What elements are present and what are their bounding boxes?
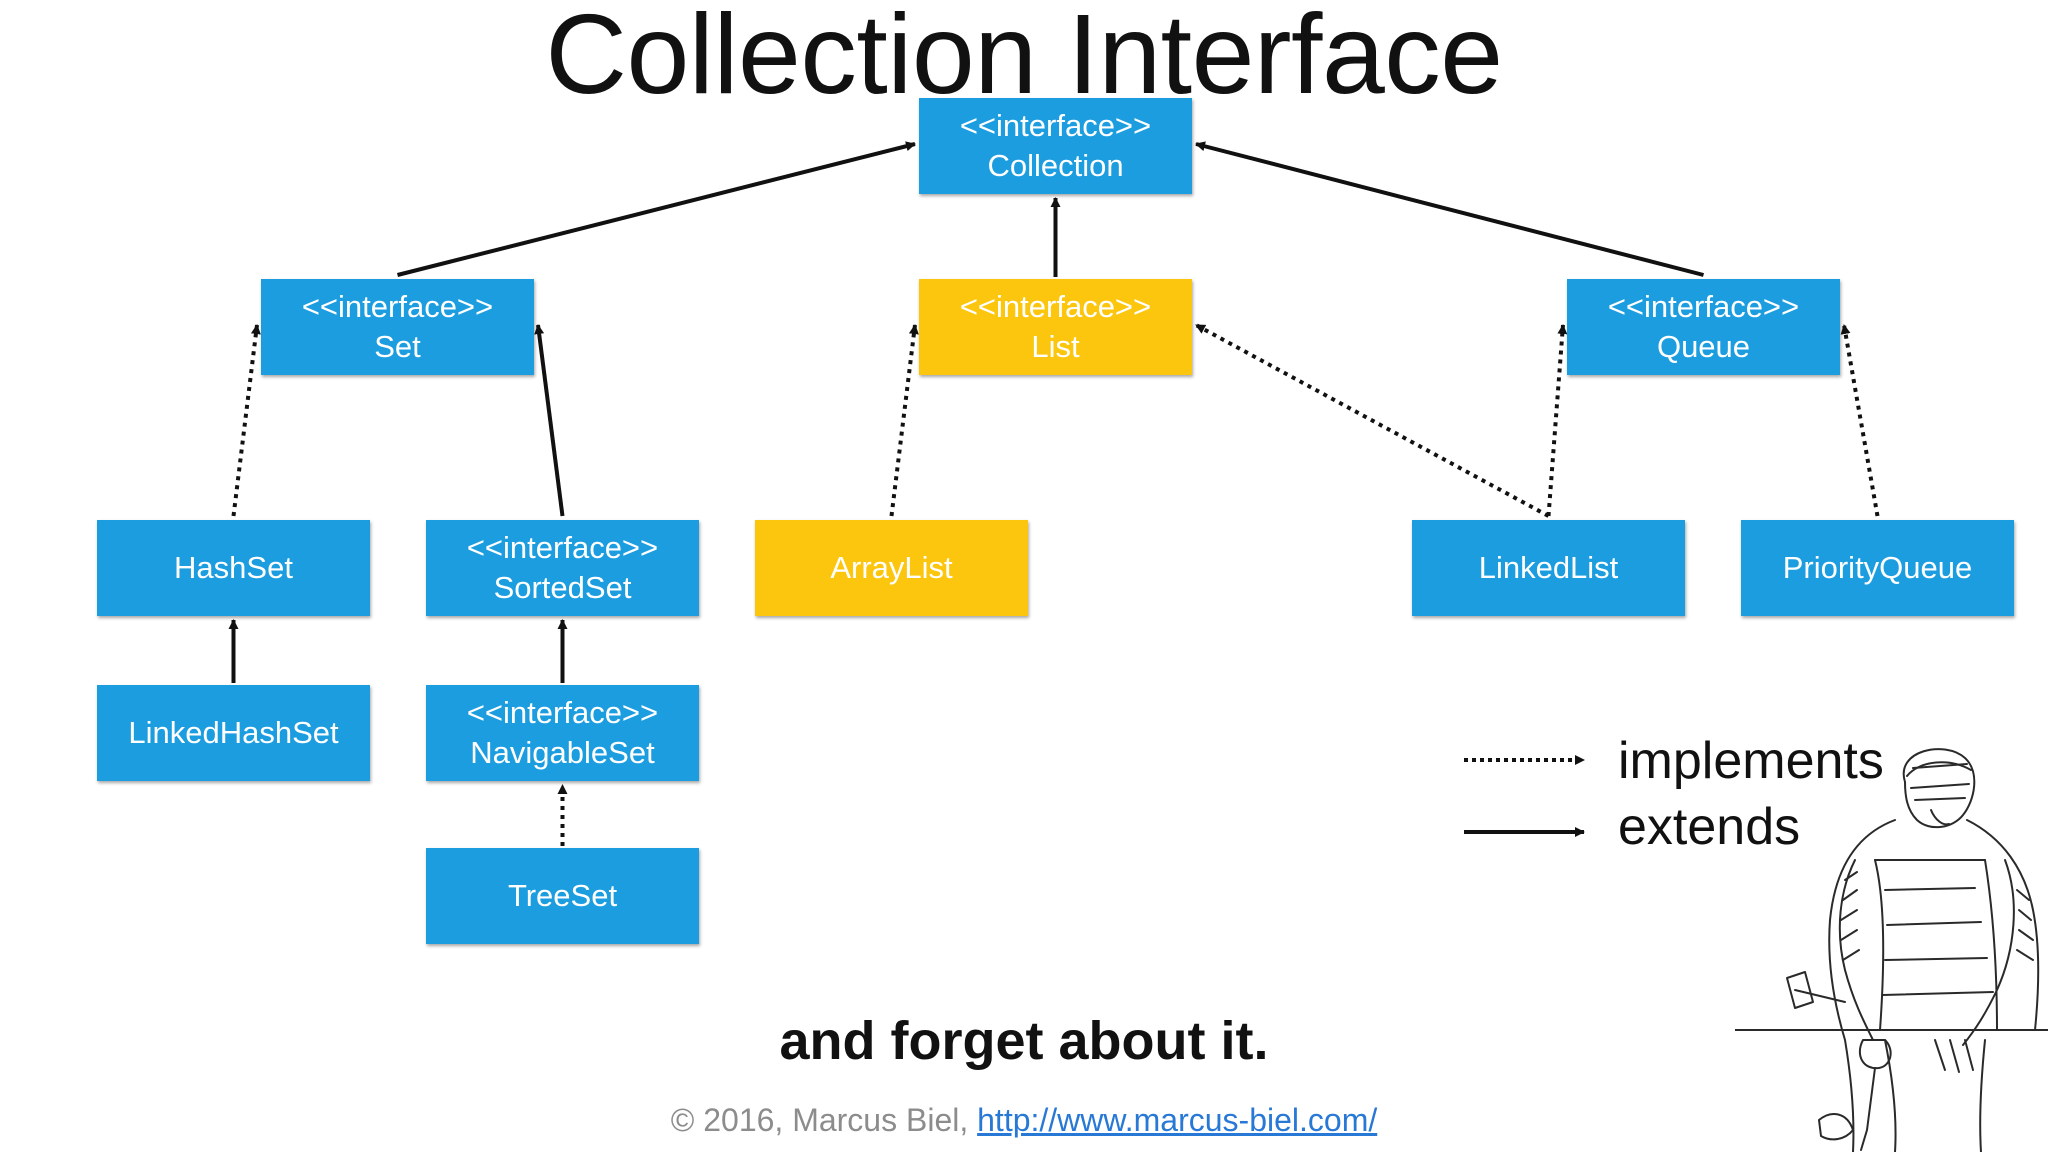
node-label: ArrayList [830,550,953,585]
stereotype-label: <<interface>> [301,289,494,324]
website-link[interactable]: http://www.marcus-biel.com/ [977,1102,1378,1138]
extends-edge-sortedset-to-set [534,324,565,517]
copyright-text: © 2016, Marcus Biel, [670,1102,969,1138]
hashset-class-box[interactable]: HashSet [97,520,370,616]
implements-edge-linkedlist-to-list [1195,323,1550,518]
stereotype-label: <<interface>> [1607,289,1800,324]
navigableset-interface-box[interactable]: <<interface>> NavigableSet [426,685,699,781]
implements-edge-arraylist-to-list [889,324,919,517]
node-label: TreeSet [507,878,618,913]
node-label: List [1031,329,1080,364]
craftsman-sketch-illustration [1735,748,2048,1152]
implements-edge-linkedlist-to-queue [1546,324,1568,517]
list-interface-box[interactable]: <<interface>> List [919,279,1192,375]
node-label: SortedSet [493,570,632,605]
legend-implements-label: implements [1618,732,1884,790]
linkedhashset-class-box[interactable]: LinkedHashSet [97,685,370,781]
collection-interface-box[interactable]: <<interface>> Collection [919,98,1192,194]
implements-edge-hashset-to-set [231,324,261,517]
arraylist-class-box[interactable]: ArrayList [755,520,1028,616]
page-title: Collection Interface [545,0,1503,117]
sortedset-interface-box[interactable]: <<interface>> SortedSet [426,520,699,616]
linkedlist-class-box[interactable]: LinkedList [1412,520,1685,616]
stereotype-label: <<interface>> [959,289,1152,324]
implements-edge-priorityqueue-to-queue [1840,324,1880,517]
priorityqueue-class-box[interactable]: PriorityQueue [1741,520,2014,616]
node-label: LinkedHashSet [128,715,339,750]
node-label: Collection [987,148,1124,183]
node-label: NavigableSet [470,735,655,770]
set-interface-box[interactable]: <<interface>> Set [261,279,534,375]
node-label: Set [374,329,421,364]
stereotype-label: <<interface>> [466,530,659,565]
stereotype-label: <<interface>> [959,108,1152,143]
node-label: PriorityQueue [1782,550,1973,585]
treeset-class-box[interactable]: TreeSet [426,848,699,944]
copyright-footer: © 2016, Marcus Biel, http://www.marcus-b… [0,1102,2048,1139]
node-label: Queue [1656,329,1751,364]
stereotype-label: <<interface>> [466,695,659,730]
extends-edge-queue-to-collection [1195,141,1704,277]
subtitle-caption: and forget about it. [779,1011,1269,1071]
legend-extends-label: extends [1618,798,1801,856]
node-label: HashSet [174,550,293,585]
queue-interface-box[interactable]: <<interface>> Queue [1567,279,1840,375]
node-label: LinkedList [1478,550,1619,585]
extends-edge-set-to-collection [397,141,916,277]
